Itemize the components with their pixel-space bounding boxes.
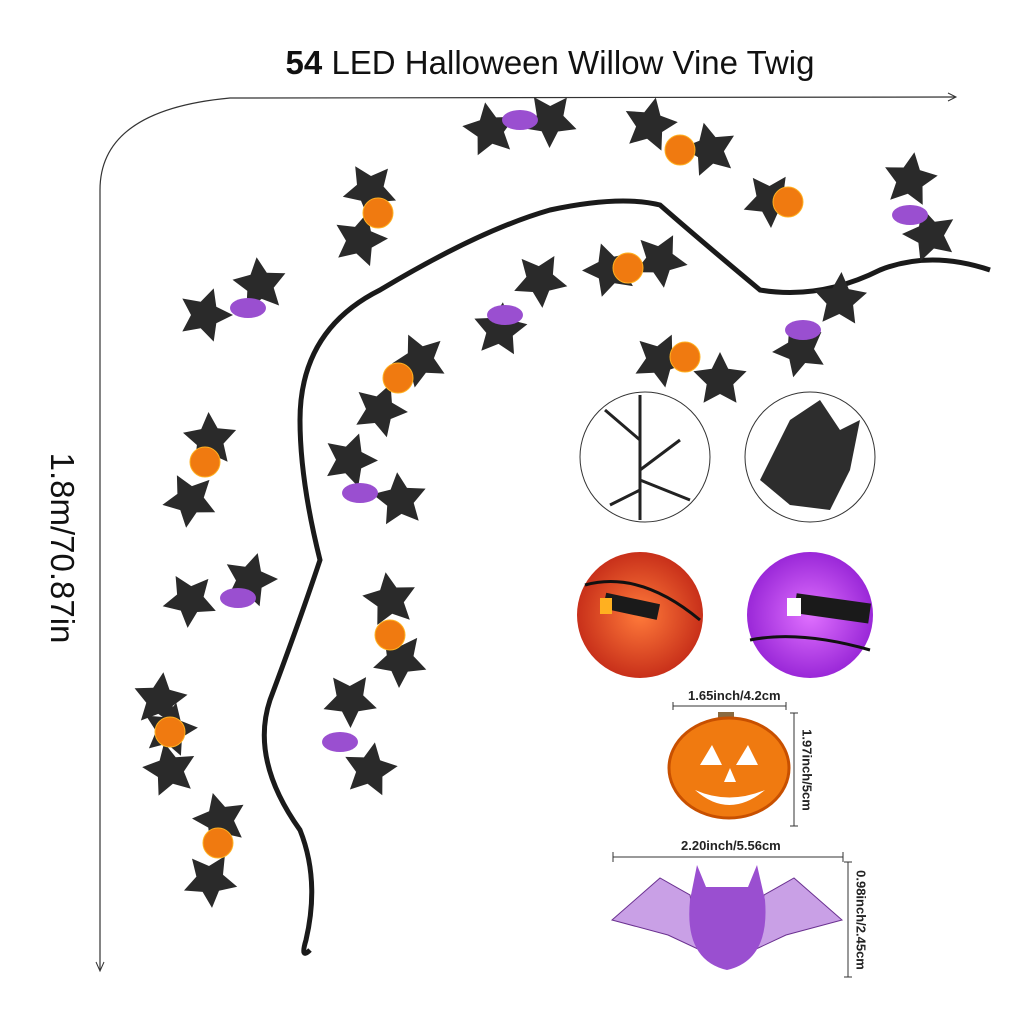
bat-light: [502, 110, 538, 130]
maple-leaf: [134, 672, 188, 725]
bat-light: [220, 588, 256, 608]
maple-leaf: [635, 334, 688, 388]
maple-leaf: [362, 572, 415, 625]
maple-leaf: [474, 302, 528, 355]
bat-bulb-closeup: [610, 865, 844, 970]
pumpkin-width-line: [672, 702, 787, 710]
purple-light-detail-circle: [747, 552, 873, 678]
maple-leaf: [336, 213, 388, 267]
maple-leaf: [462, 102, 515, 156]
pumpkin-light: [362, 197, 394, 229]
maple-leaf: [372, 472, 426, 525]
pumpkin-light: [612, 252, 644, 284]
bat-height-line: [844, 861, 852, 978]
pumpkin-light: [154, 716, 186, 748]
maple-leaf: [885, 152, 938, 205]
pumpkin-light: [202, 827, 234, 859]
maple-leaf: [327, 433, 378, 487]
bat-height-label: 0.98inch/2.45cm: [853, 870, 869, 970]
pumpkin-light: [189, 446, 221, 478]
pumpkin-light: [382, 362, 414, 394]
maple-leaf: [392, 334, 445, 388]
leaf-detail-circle: [744, 391, 876, 523]
orange-light-detail-circle: [577, 552, 703, 678]
pumpkin-bulb-closeup: [667, 712, 791, 820]
maple-leaf: [142, 742, 195, 796]
bat-light: [342, 483, 378, 503]
maple-leaf: [184, 856, 238, 908]
pumpkin-height-line: [790, 712, 798, 827]
pumpkin-light: [669, 341, 701, 373]
maple-leaf: [523, 97, 577, 148]
maple-leaf: [514, 256, 568, 308]
bat-width-label: 2.20inch/5.56cm: [681, 838, 781, 853]
maple-leaf: [192, 793, 244, 847]
title-text: LED Halloween Willow Vine Twig: [331, 44, 815, 81]
maple-leaf: [182, 288, 233, 342]
bat-light: [892, 205, 928, 225]
bat-light: [230, 298, 266, 318]
led-count: 54: [285, 44, 323, 81]
length-dimension-line: [99, 96, 956, 970]
maple-leaf: [634, 235, 688, 288]
maple-leaf: [162, 475, 216, 528]
maple-leaf: [342, 166, 396, 218]
maple-leaf: [232, 257, 286, 310]
arrow-down-icon: [95, 961, 105, 973]
maple-leaf: [625, 97, 678, 151]
bat-light: [487, 305, 523, 325]
length-label: 1.8m/70.87in: [44, 452, 81, 644]
pumpkin-height-label: 1.97inch/5cm: [799, 729, 815, 811]
maple-leaf: [356, 384, 408, 438]
pumpkin-width-label: 1.65inch/4.2cm: [688, 688, 781, 703]
twig-detail-circle: [579, 391, 711, 523]
bat-width-line: [612, 852, 844, 862]
bat-light: [785, 320, 821, 340]
maple-leaf: [345, 742, 398, 796]
vine-stem: [261, 198, 991, 956]
maple-leaf: [813, 272, 867, 324]
maple-leaf: [902, 208, 954, 262]
maple-leaf: [323, 677, 377, 728]
arrow-right-icon: [947, 92, 958, 102]
maple-leaf: [162, 576, 216, 628]
maple-leaf: [693, 352, 747, 403]
pumpkin-light: [772, 186, 804, 218]
maple-leaf: [682, 122, 734, 176]
pumpkin-light: [664, 134, 696, 166]
product-title: 54 LED Halloween Willow Vine Twig: [0, 44, 1024, 82]
pumpkin-light: [374, 619, 406, 651]
bat-light: [322, 732, 358, 752]
